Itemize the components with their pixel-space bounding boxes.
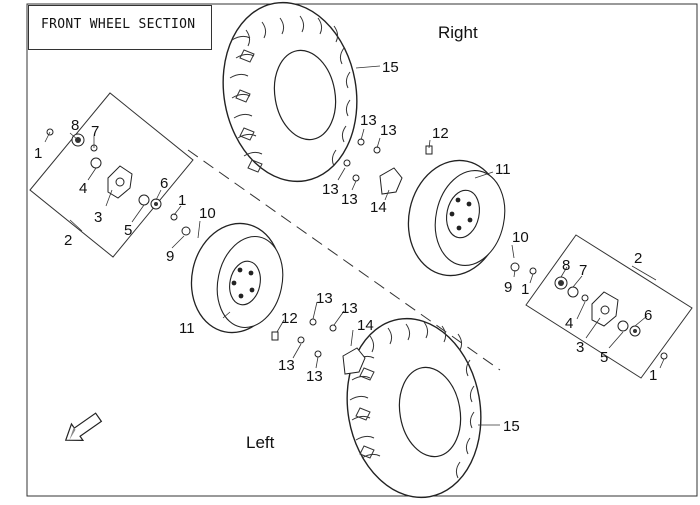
tire-left (346, 317, 482, 499)
callout-tire-right: 15 (382, 59, 399, 76)
rim-left (190, 222, 284, 334)
callout-washer-left: 9 (166, 248, 174, 265)
hub-assembly-box-right (525, 234, 693, 379)
tire-right (222, 1, 358, 183)
callout-bearing-kit-left: 10 (199, 205, 216, 222)
callout-nuts-c-right: 13 (322, 181, 339, 198)
callout-nuts-d-left: 13 (306, 368, 323, 385)
callout-spacer-right: 4 (565, 315, 573, 332)
callout-seal-outer-right: 8 (562, 257, 570, 274)
callout-nuts-a-right: 13 (360, 112, 377, 129)
callout-nuts-c-left: 13 (278, 357, 295, 374)
leader-lines (44, 65, 665, 426)
callout-valve-right: 12 (432, 125, 449, 142)
rim-right (407, 159, 506, 277)
callout-nut-left: 1 (178, 192, 186, 209)
callout-bearing-outer-left: 7 (91, 123, 99, 140)
callout-hub-assembly-left: 2 (64, 232, 72, 249)
callout-bearing-kit-right: 10 (512, 229, 529, 246)
callout-valve-left: 12 (281, 310, 298, 327)
callout-nuts-d-right: 13 (341, 191, 358, 208)
fwd-arrow-icon (64, 412, 103, 441)
callout-bearing-inner-right: 5 (600, 349, 608, 366)
callout-cap-left: 14 (357, 317, 374, 334)
callout-hub-assembly-right: 2 (634, 250, 642, 267)
callout-bearing-inner-left: 5 (124, 222, 132, 239)
callout-rim-left: 11 (179, 320, 195, 337)
callout-cap-right: 14 (370, 199, 387, 216)
callout-tire-left: 15 (503, 418, 520, 435)
callout-nuts-b-left: 13 (341, 300, 358, 317)
callout-nut-end-left: 1 (34, 145, 42, 162)
callout-hub-left: 3 (94, 209, 102, 226)
outer-border (26, 3, 698, 497)
callout-hub-right: 3 (576, 339, 584, 356)
title-box: FRONT WHEEL SECTION (28, 5, 212, 50)
callout-rim-right: 11 (495, 161, 511, 178)
callout-nuts-b-right: 13 (380, 122, 397, 139)
callout-nut-end-right: 1 (649, 367, 657, 384)
callout-seal-inner-right: 6 (644, 307, 652, 324)
divider-line (187, 149, 501, 371)
hub-assembly-box-left (29, 92, 194, 258)
callout-nut-right: 1 (521, 281, 529, 298)
side-label-left: Left (246, 433, 275, 452)
callout-washer-right: 9 (504, 279, 512, 296)
side-label-right: Right (438, 23, 478, 42)
callout-seal-outer-left: 8 (71, 117, 79, 134)
callout-seal-inner-left: 6 (160, 175, 168, 192)
loose-parts (170, 138, 537, 375)
callout-spacer-left: 4 (79, 180, 87, 197)
callout-nuts-a-left: 13 (316, 290, 333, 307)
callout-bearing-outer-right: 7 (579, 262, 587, 279)
page-title: FRONT WHEEL SECTION (41, 17, 196, 32)
